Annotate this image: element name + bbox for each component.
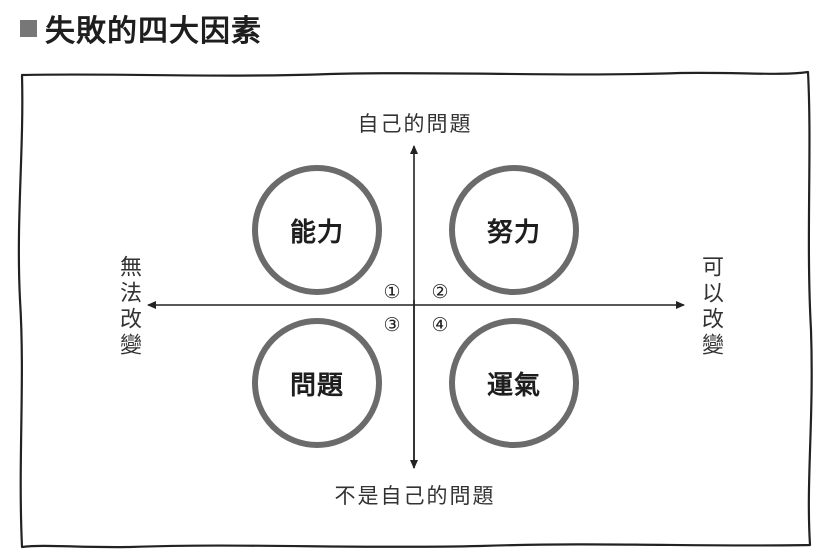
quadrant-circle-problem: 問題 bbox=[252, 318, 382, 448]
quadrant-number: ③ bbox=[383, 314, 401, 336]
quadrant-number: ② bbox=[431, 281, 449, 303]
quadrant-label: 努力 bbox=[486, 217, 541, 248]
diagram-frame bbox=[17, 70, 813, 549]
axis-label-top: 自己的問題 bbox=[0, 108, 830, 138]
quadrant-circle-luck: 運氣 bbox=[449, 318, 579, 448]
axis-label-right: 可以改變 bbox=[698, 255, 723, 359]
axis-label-top-text: 自己的問題 bbox=[357, 112, 473, 136]
axis-label-left: 無法改變 bbox=[116, 255, 141, 359]
quadrant-number: ① bbox=[383, 281, 401, 303]
quadrant-circle-ability: 能力 bbox=[252, 165, 382, 295]
quadrant-label: 問題 bbox=[289, 370, 344, 401]
quadrant-number: ④ bbox=[431, 314, 449, 336]
page-title: 失敗的四大因素 bbox=[20, 8, 262, 49]
quadrant-label: 運氣 bbox=[486, 370, 541, 401]
quadrant-label: 能力 bbox=[289, 217, 344, 248]
quadrant-circle-effort: 努力 bbox=[449, 165, 579, 295]
axis-label-bottom-text: 不是自己的問題 bbox=[334, 484, 496, 508]
axis-label-bottom: 不是自己的問題 bbox=[0, 480, 830, 510]
title-square-icon bbox=[20, 19, 37, 37]
title-text: 失敗的四大因素 bbox=[45, 14, 262, 49]
